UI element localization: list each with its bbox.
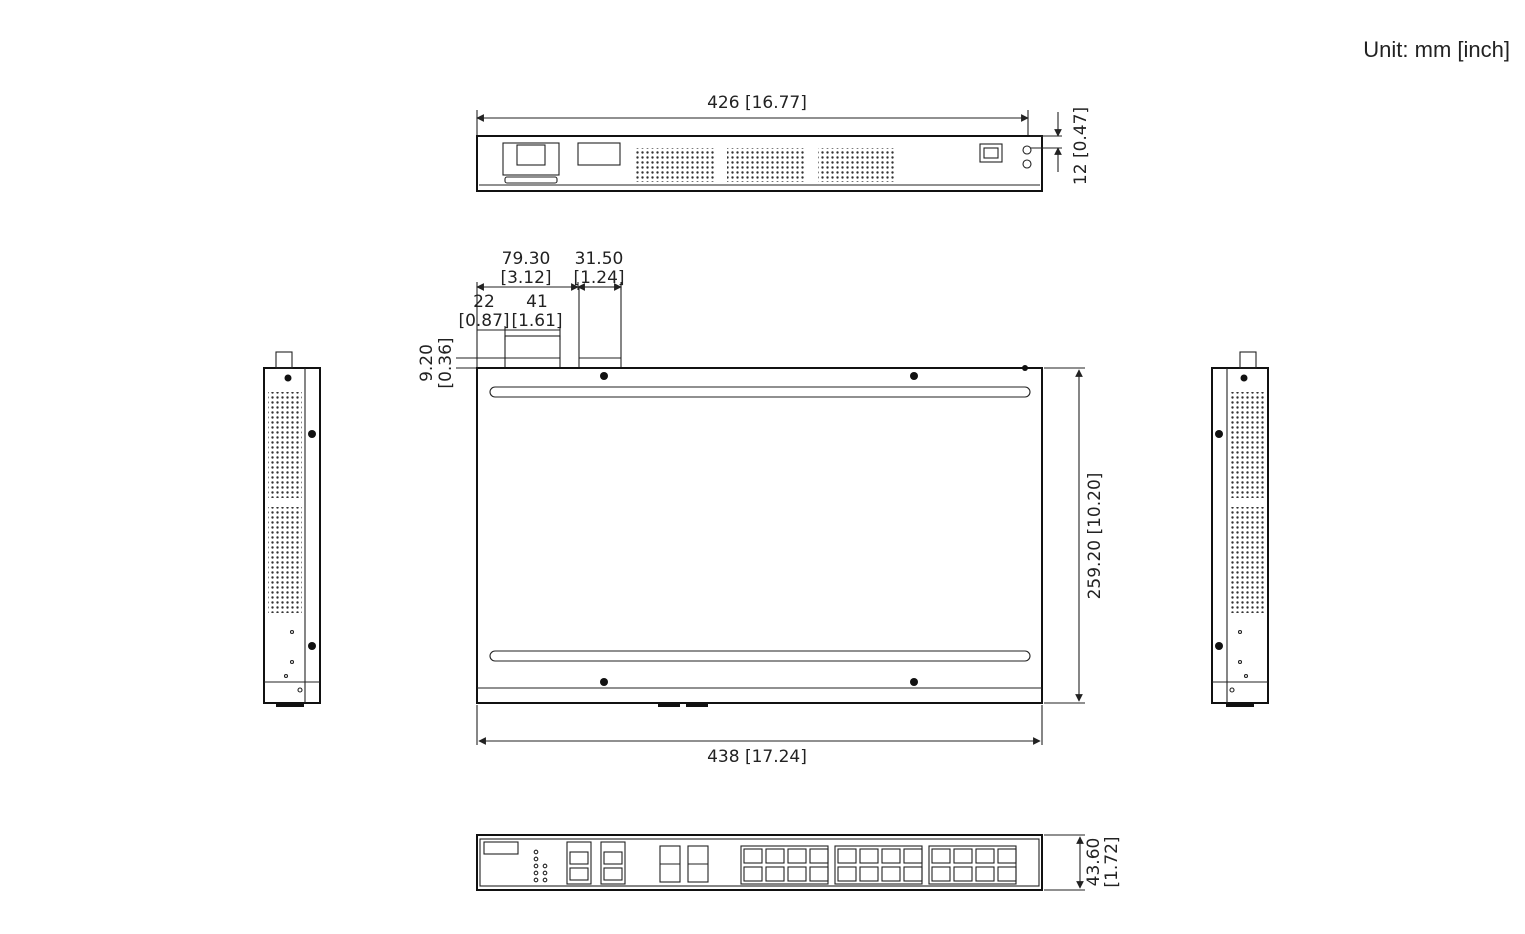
dim-1-61: [1.61] [511,311,562,331]
dim-22: 22 [473,292,495,312]
front-view: 43.60 [1.72] [476,834,1122,891]
dim-9-20: 9.20 [417,344,437,382]
dim-1-24: [1.24] [573,268,624,288]
dim-top-height: 12 [0.47] [1071,107,1091,185]
left-side-view [263,351,321,707]
dim-41: 41 [526,292,548,312]
dim-3-12: [3.12] [500,268,551,288]
rear-view: 426 [16.77] 12 [0.47] [476,93,1091,192]
dim-79-30: 79.30 [502,249,551,269]
dim-top-width: 426 [16.77] [707,93,807,113]
dim-overall-width: 438 [17.24] [707,747,807,767]
dim-front-height-inch: [1.72] [1102,836,1122,887]
dim-0-87: [0.87] [458,311,509,331]
dim-front-height: 43.60 [1084,838,1104,887]
plan-view: 79.30 [3.12] 31.50 [1.24] 22 [0.87] 41 [… [417,249,1105,767]
right-side-view [1211,351,1269,707]
dim-depth: 259.20 [10.20] [1085,473,1105,600]
dim-31-50: 31.50 [575,249,624,269]
dim-0-36: [0.36] [436,337,456,388]
unit-label: Unit: mm [inch] [1363,37,1510,62]
